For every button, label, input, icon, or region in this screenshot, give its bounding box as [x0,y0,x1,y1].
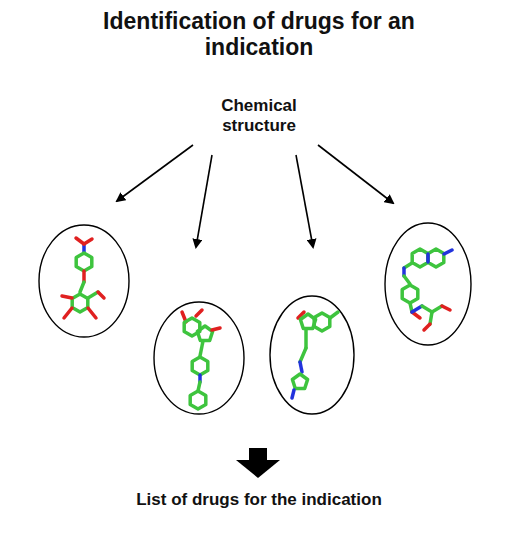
molecule-1 [62,238,104,318]
source-label: Chemical structure [189,96,329,135]
molecule-2 [182,310,220,409]
molecule-ovals [39,223,471,414]
diagram-title: Identification of drugs for an indicatio… [64,8,454,61]
molecule-3 [292,312,338,398]
result-arrow [236,448,280,478]
molecule-4 [402,249,452,330]
result-label: List of drugs for the indication [129,490,389,510]
arrows [117,145,393,247]
